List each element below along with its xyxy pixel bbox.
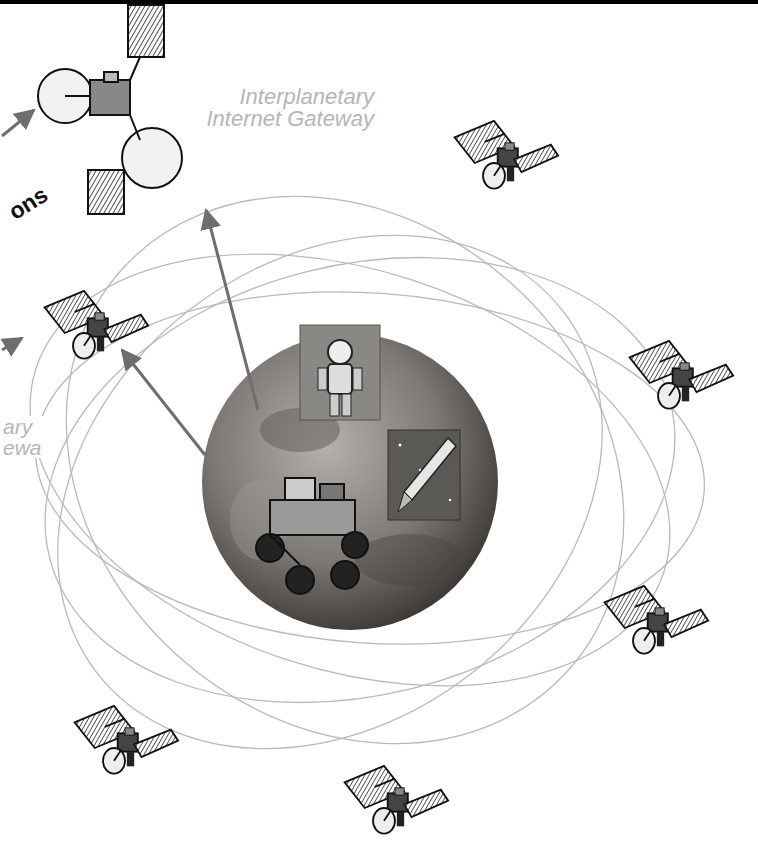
- illustration-part: [88, 170, 124, 214]
- illustration-part: [75, 706, 179, 774]
- gateway-spacecraft: [38, 5, 182, 214]
- annotation-label: ons: [4, 182, 53, 224]
- illustration-part: [122, 128, 182, 188]
- satellites: [45, 121, 734, 834]
- illustration-part: [455, 121, 559, 189]
- illustration-part: [449, 499, 451, 501]
- illustration-part: [320, 484, 344, 500]
- illustration-part: [122, 350, 205, 455]
- illustration-part: [285, 478, 315, 500]
- illustration-part: [399, 444, 402, 447]
- illustration-part: [0, 129, 704, 855]
- illustration-part: [65, 95, 90, 97]
- rover: [256, 478, 368, 594]
- link-arrows: [2, 110, 258, 455]
- illustration-part: [2, 110, 34, 136]
- mars-planet: [202, 334, 498, 630]
- illustration-part: [270, 535, 300, 565]
- illustration-part: [90, 80, 130, 115]
- illustration-part: [128, 5, 164, 57]
- illustration-part: [630, 341, 734, 409]
- illustration-part: [404, 438, 456, 500]
- illustration-part: [45, 291, 149, 359]
- illustration-part: [330, 394, 339, 416]
- illustration-part: [104, 72, 118, 82]
- illustration-part: [286, 566, 314, 594]
- illustration-part: [300, 325, 380, 420]
- illustration-part: [355, 534, 465, 586]
- illustration-part: [342, 394, 351, 416]
- illustration-part: [2, 338, 22, 350]
- illustration-part: [206, 210, 258, 410]
- astronaut-photo: [300, 325, 380, 420]
- illustration-part: [328, 364, 352, 394]
- gateway-label-box: Interplanetary Internet Gateway: [182, 86, 374, 130]
- illustration-part: [270, 500, 355, 535]
- illustration-part: [24, 270, 717, 666]
- illustration-part: [130, 115, 140, 140]
- illustration-part: [342, 532, 368, 558]
- illustration-part: [331, 561, 359, 589]
- illustration-part: [388, 430, 460, 520]
- node-text: Interplanetary Internet Gateway: [182, 86, 374, 130]
- illustration-part: [0, 83, 735, 856]
- illustration-part: [0, 178, 726, 762]
- illustration-part: [202, 334, 498, 630]
- illustration-part: [605, 586, 709, 654]
- illustration-part: [398, 492, 412, 512]
- top-border: [0, 0, 758, 4]
- illustration-part: [345, 766, 449, 834]
- illustration-part: [318, 368, 327, 390]
- illustration-part: [38, 69, 92, 123]
- illustration-part: [353, 368, 362, 390]
- orbit-lines: [0, 83, 735, 856]
- rocket-photo: [388, 430, 460, 520]
- illustration-part: [328, 340, 352, 364]
- annotation-label: ary ewa: [2, 416, 50, 458]
- illustration-part: [0, 194, 723, 766]
- illustration-part: [130, 57, 140, 80]
- illustration-part: [256, 534, 284, 562]
